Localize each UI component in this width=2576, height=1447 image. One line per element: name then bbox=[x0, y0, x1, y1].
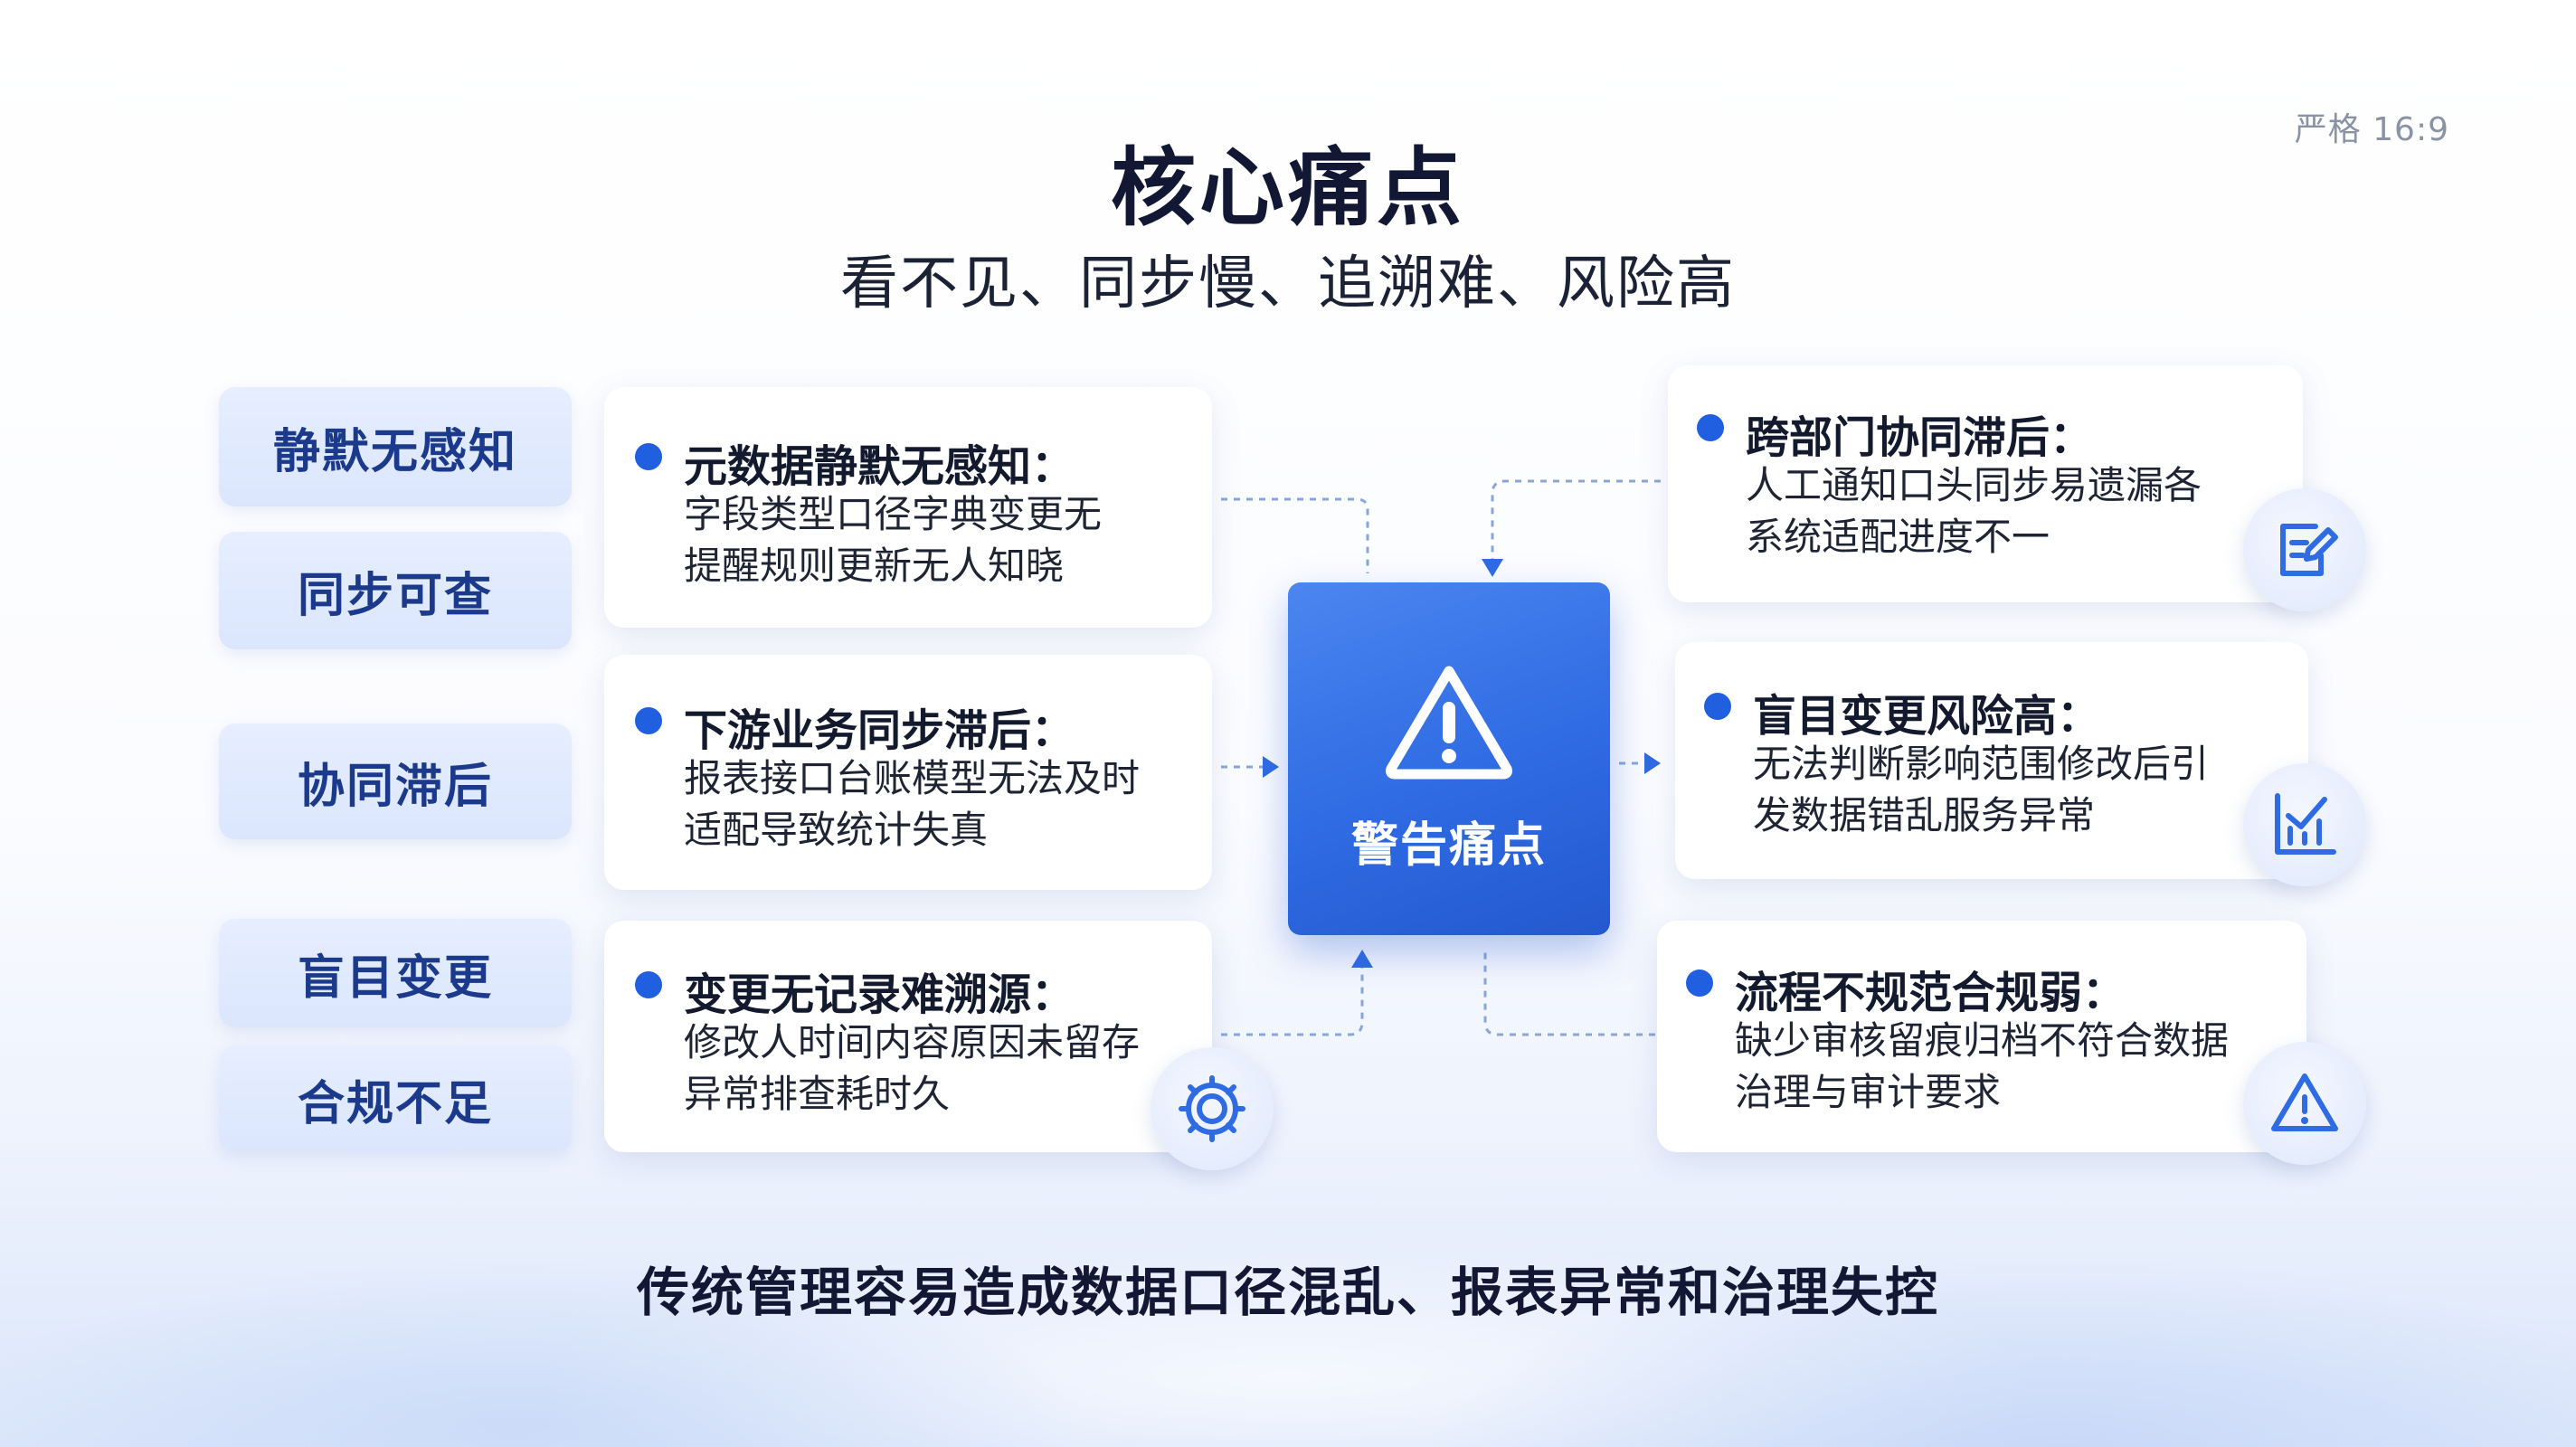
card-body: 无法判断影响范围修改后引 发数据错乱服务异常 bbox=[1753, 738, 2209, 841]
tag-sync-check: 同步可查 bbox=[219, 532, 572, 649]
arrowhead-left-bottom bbox=[1351, 950, 1373, 968]
page-title: 核心痛点 bbox=[1110, 139, 1465, 238]
card-title: 流程不规范合规弱： bbox=[1735, 968, 2126, 1018]
gear-icon bbox=[1151, 1047, 1274, 1170]
card-line: 治理与审计要求 bbox=[1735, 1070, 2002, 1114]
footer-summary: 传统管理容易造成数据口径混乱、报表异常和治理失控 bbox=[636, 1262, 1939, 1323]
card-line: 发数据错乱服务异常 bbox=[1753, 793, 2096, 837]
card-line: 报表接口台账模型无法及时 bbox=[684, 756, 1141, 800]
tag-compliance: 合规不足 bbox=[219, 1045, 572, 1152]
bullet-dot bbox=[635, 707, 662, 734]
card-body: 字段类型口径字典变更无 提醒规则更新无人知晓 bbox=[684, 488, 1102, 591]
center-warning-box: 警告痛点 bbox=[1288, 582, 1610, 935]
warning-triangle-icon bbox=[1386, 666, 1512, 780]
center-label: 警告痛点 bbox=[1350, 818, 1547, 873]
card-line: 系统适配进度不一 bbox=[1746, 515, 2050, 559]
arrowhead-right-middle bbox=[1644, 752, 1661, 774]
card-title: 变更无记录难溯源： bbox=[684, 969, 1075, 1020]
connector-left-top bbox=[1221, 497, 1369, 573]
tag-blind-change: 盲目变更 bbox=[219, 919, 572, 1027]
card-line: 无法判断影响范围修改后引 bbox=[1753, 742, 2210, 786]
bullet-dot bbox=[635, 971, 662, 998]
page-subtitle: 看不见、同步慢、追溯难、风险高 bbox=[840, 251, 1736, 317]
card-title: 元数据静默无感知： bbox=[684, 441, 1075, 492]
card-line: 适配导致统计失真 bbox=[684, 808, 989, 852]
edit-document-icon bbox=[2243, 488, 2366, 611]
connector-left-bottom bbox=[1221, 960, 1364, 1036]
connector-right-bottom bbox=[1483, 948, 1655, 1036]
card-body: 缺少审核留痕归档不符合数据 治理与审计要求 bbox=[1735, 1015, 2229, 1118]
card-no-record: 变更无记录难溯源： 修改人时间内容原因未留存 异常排查耗时久 bbox=[604, 921, 1212, 1152]
bullet-dot bbox=[1686, 969, 1713, 997]
card-title: 盲目变更风险高： bbox=[1753, 691, 2101, 742]
chart-check-icon bbox=[2243, 763, 2366, 886]
aspect-ratio-label: 严格 16:9 bbox=[2294, 111, 2449, 148]
arrowhead-right-top bbox=[1482, 559, 1503, 577]
card-title: 下游业务同步滞后： bbox=[684, 705, 1075, 756]
card-line: 修改人时间内容原因未留存 bbox=[684, 1020, 1141, 1064]
card-line: 提醒规则更新无人知晓 bbox=[684, 544, 1065, 588]
tag-silent: 静默无感知 bbox=[219, 387, 572, 506]
tag-collab-lag: 协同滞后 bbox=[219, 724, 572, 839]
bullet-dot bbox=[1704, 693, 1731, 720]
card-downstream-lag: 下游业务同步滞后： 报表接口台账模型无法及时 适配导致统计失真 bbox=[604, 655, 1212, 890]
bullet-dot bbox=[1697, 414, 1724, 441]
card-title: 跨部门协同滞后： bbox=[1746, 412, 2094, 463]
card-line: 异常排查耗时久 bbox=[684, 1072, 951, 1116]
card-body: 报表接口台账模型无法及时 适配导致统计失真 bbox=[684, 752, 1140, 856]
card-blind-change: 盲目变更风险高： 无法判断影响范围修改后引 发数据错乱服务异常 bbox=[1675, 642, 2308, 879]
card-cross-dept: 跨部门协同滞后： 人工通知口头同步易遗漏各 系统适配进度不一 bbox=[1668, 365, 2303, 602]
warning-icon bbox=[2243, 1042, 2366, 1165]
bullet-dot bbox=[635, 443, 662, 470]
connector-right-top bbox=[1491, 479, 1661, 561]
arrowhead-left-middle bbox=[1263, 756, 1279, 778]
card-process-compliance: 流程不规范合规弱： 缺少审核留痕归档不符合数据 治理与审计要求 bbox=[1657, 921, 2306, 1152]
card-body: 人工通知口头同步易遗漏各 系统适配进度不一 bbox=[1746, 459, 2202, 563]
card-line: 缺少审核留痕归档不符合数据 bbox=[1735, 1018, 2230, 1063]
card-line: 字段类型口径字典变更无 bbox=[684, 492, 1103, 536]
card-body: 修改人时间内容原因未留存 异常排查耗时久 bbox=[684, 1017, 1140, 1120]
card-line: 人工通知口头同步易遗漏各 bbox=[1746, 463, 2202, 507]
card-metadata-silent: 元数据静默无感知： 字段类型口径字典变更无 提醒规则更新无人知晓 bbox=[604, 387, 1212, 628]
